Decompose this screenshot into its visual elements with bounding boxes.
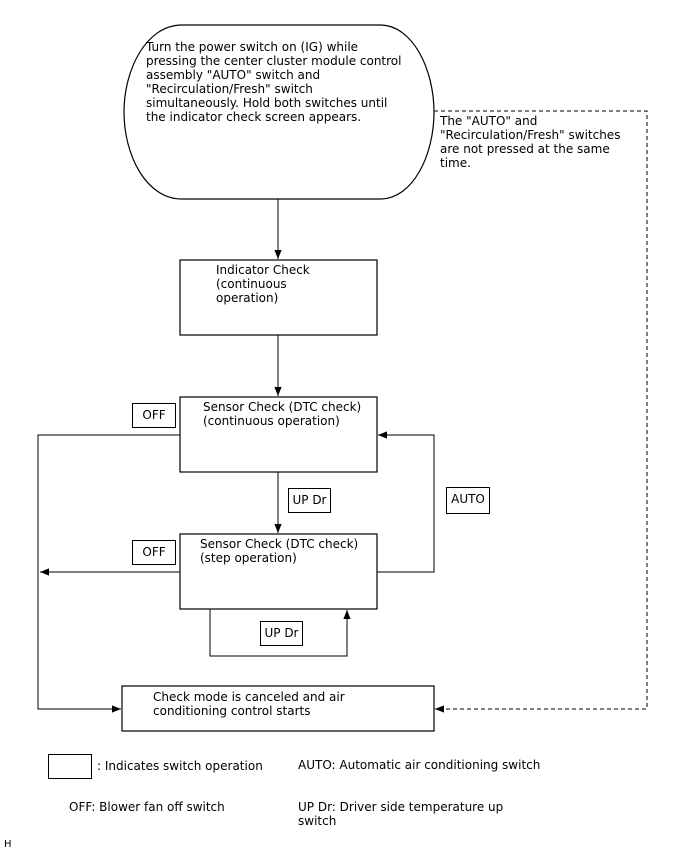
start-text: Turn the power switch on (IG) while pres… [146,40,402,124]
end-box [121,685,435,732]
legend-updr-definition: UP Dr: Driver side temperature up switch [298,800,504,828]
sensor-step-box [179,533,378,610]
auto-loop-path [377,431,435,573]
footer-label: H [4,839,12,850]
end-label: Check mode is canceled and air condition… [153,690,345,718]
sensor-continuous-label: Sensor Check (DTC check) (continuous ope… [203,400,362,428]
not-pressed-note: The "AUTO" and "Recirculation/Fresh" swi… [440,114,621,170]
not-pressed-dashed-path [434,110,648,713]
updr-loop-path [209,609,351,657]
auto-switch-box: AUTO [446,487,490,514]
off-switch-box: OFF [132,540,176,565]
legend-sample-box [48,754,92,779]
start-terminator-shape [123,24,435,200]
legend-box-meaning: : Indicates switch operation [97,759,263,773]
off-switch-box: OFF [132,403,176,428]
off-path-continuous [37,434,180,713]
legend-off-definition: OFF: Blower fan off switch [69,800,225,814]
updr-switch-box: UP Dr [288,488,331,513]
legend-auto-definition: AUTO: Automatic air conditioning switch [298,758,541,772]
indicator-check-box [179,259,378,336]
indicator-check-label: Indicator Check (continuous operation) [216,263,310,305]
updr-switch-box: UP Dr [260,621,303,646]
sensor-step-label: Sensor Check (DTC check) (step operation… [200,537,359,565]
